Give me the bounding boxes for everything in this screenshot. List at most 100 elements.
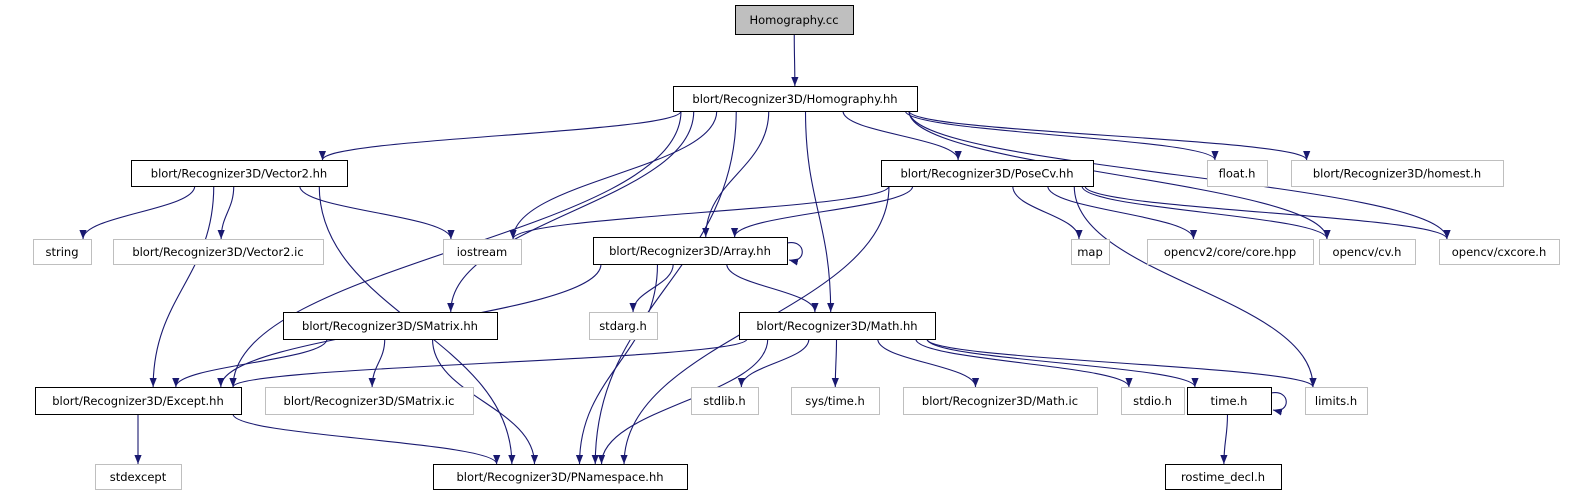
node-label: map [1077,245,1103,259]
edge-math-to-limits [926,338,1317,388]
edge-time-to-rostime [1220,413,1229,465]
edge-hh-to-array [702,110,770,238]
node-sys-time-h: sys/time.h [791,387,880,415]
edge-hh-to-float [904,110,1219,161]
node-box [739,312,936,340]
node-blort-recognizer3d-vector2-hh[interactable]: blort/Recognizer3D/Vector2.hh [131,160,348,187]
edge-hh-to-pns [591,110,737,465]
edge-vec2-to-string [79,185,196,240]
edge-hh-to-smatrix [447,110,695,313]
edge-pose-to-array [731,185,914,238]
node-blort-recognizer3d-homest-h: blort/Recognizer3D/homest.h [1291,160,1504,187]
node-label: stdlib.h [703,394,745,408]
node-box [1291,160,1504,187]
edge-vec2-to-vec2ic [217,185,235,240]
edge-vec2-to-iostream [299,185,455,240]
node-box [1165,464,1282,490]
node-string: string [33,239,92,265]
edge-hh-to-cxcore [908,110,1451,240]
node-blort-recognizer3d-pnamespace-hh[interactable]: blort/Recognizer3D/PNamespace.hh [433,464,688,490]
node-blort-recognizer3d-smatrix-ic: blort/Recognizer3D/SMatrix.ic [265,387,474,415]
node-box [735,5,854,35]
edge-array-to-stdarg [629,263,674,313]
edge-math-to-except [229,338,748,388]
node-label: string [45,245,78,259]
node-rostime-decl-h[interactable]: rostime_decl.h [1165,464,1282,490]
node-label: blort/Recognizer3D/homest.h [1313,167,1481,181]
edge-pose-to-core [1047,185,1198,240]
node-box [443,239,522,265]
edge-hh-to-math [804,110,835,313]
edge-cc-to-hh [791,33,799,87]
node-float-h: float.h [1207,160,1268,187]
node-label: blort/Recognizer3D/PoseCv.hh [900,167,1073,181]
node-label: opencv/cv.h [1333,245,1402,259]
node-label: sys/time.h [805,394,865,408]
edge-vec2-to-except [149,185,215,388]
node-box [95,464,182,490]
edge-except-to-pns [232,413,501,465]
edge-math-to-mathic [877,338,980,388]
edge-math-to-systime [831,338,839,388]
node-stdlib-h: stdlib.h [691,387,759,415]
node-stdio-h: stdio.h [1121,387,1185,415]
node-label: blort/Recognizer3D/Vector2.ic [132,245,303,259]
node-time-h[interactable]: time.h [1187,387,1272,415]
node-box [903,387,1098,415]
node-opencv-cv-h: opencv/cv.h [1319,239,1416,265]
edge-hh-to-iostream [509,110,718,240]
node-opencv-cxcore-h: opencv/cxcore.h [1439,239,1560,265]
node-label: blort/Recognizer3D/Array.hh [609,244,771,258]
node-box [691,387,759,415]
edge-pose-to-map [1012,185,1083,240]
node-label: blort/Recognizer3D/Vector2.hh [151,167,327,181]
node-blort-recognizer3d-math-hh[interactable]: blort/Recognizer3D/Math.hh [739,312,936,340]
edge-array-to-math [726,263,819,313]
edge-hh-to-vec2 [318,110,682,161]
node-blort-recognizer3d-posecv-hh[interactable]: blort/Recognizer3D/PoseCv.hh [881,160,1094,187]
edge-smatrix-to-except [172,338,328,388]
edge-array-to-array [786,242,803,266]
edge-pose-to-iostream [509,185,890,240]
node-box [433,464,688,490]
node-box [593,237,788,265]
node-blort-recognizer3d-homography-hh[interactable]: blort/Recognizer3D/Homography.hh [673,86,918,112]
node-label: blort/Recognizer3D/Except.hh [52,394,224,408]
node-box [1207,160,1268,187]
edge-hh-to-homest [908,110,1311,161]
node-blort-recognizer3d-vector2-ic: blort/Recognizer3D/Vector2.ic [113,239,324,265]
node-map: map [1071,239,1110,265]
node-box [35,387,242,415]
edge-math-to-stdlib [737,338,810,388]
node-label: iostream [457,245,508,259]
node-label: limits.h [1315,394,1357,408]
node-box [673,86,918,112]
edge-math-to-time [926,338,1199,388]
node-stdarg-h: stdarg.h [589,312,658,340]
node-box [881,160,1094,187]
node-blort-recognizer3d-array-hh[interactable]: blort/Recognizer3D/Array.hh [593,237,788,265]
edge-pose-to-cxcore [1084,185,1451,240]
node-box [791,387,880,415]
node-blort-recognizer3d-math-ic: blort/Recognizer3D/Math.ic [903,387,1098,415]
node-label: float.h [1219,167,1256,181]
node-label: blort/Recognizer3D/PNamespace.hh [456,470,663,484]
node-box [1147,239,1314,265]
node-box [1187,387,1272,415]
node-box [283,312,498,340]
node-label: blort/Recognizer3D/Math.hh [756,319,917,333]
edge-pose-to-cv [1081,185,1331,240]
node-label: Homography.cc [749,13,838,27]
node-blort-recognizer3d-except-hh[interactable]: blort/Recognizer3D/Except.hh [35,387,242,415]
node-blort-recognizer3d-smatrix-hh[interactable]: blort/Recognizer3D/SMatrix.hh [283,312,498,340]
node-homography-cc[interactable]: Homography.cc [735,5,854,35]
node-box [33,239,92,265]
edge-math-to-stdio [915,338,1133,388]
node-box [131,160,348,187]
node-box [589,312,658,340]
node-box [1071,239,1110,265]
edge-smatrix-to-pns [431,338,539,465]
edge-smatrix-to-smatrixic [368,338,386,388]
